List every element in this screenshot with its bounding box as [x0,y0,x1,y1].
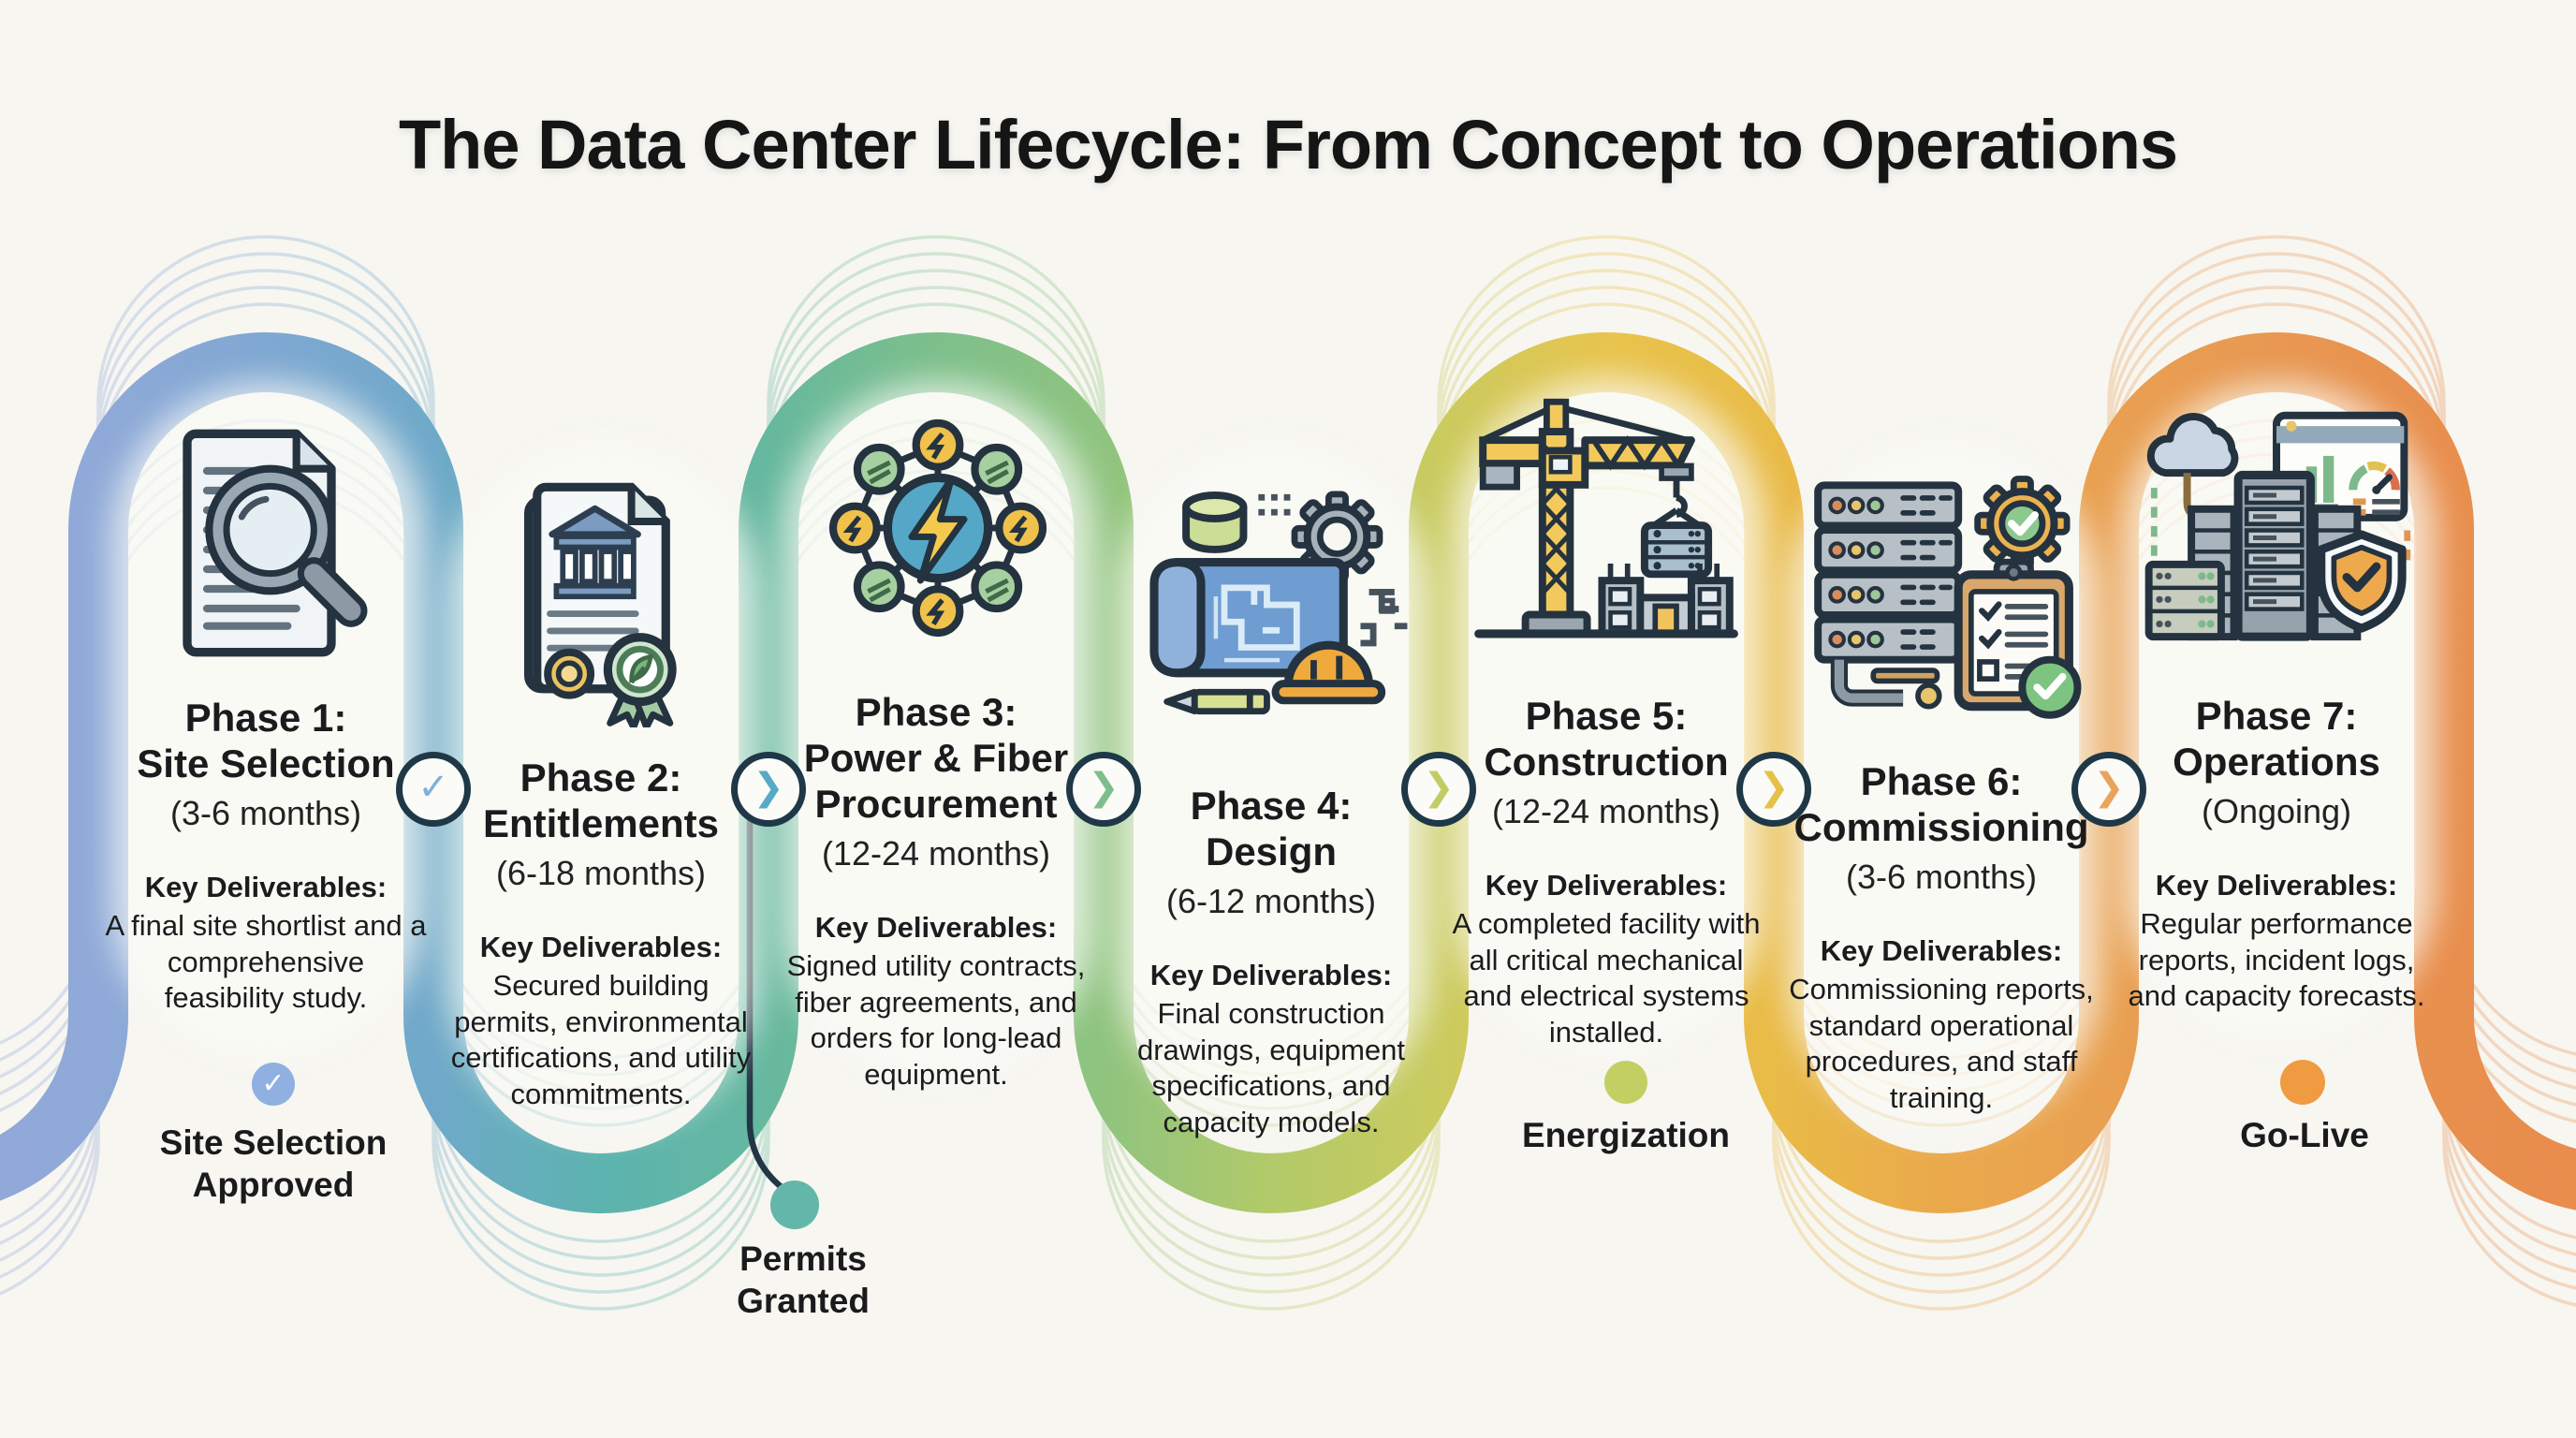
phase-2-title: Phase 2:Entitlements [482,756,720,846]
phase-2-deliverables-label: Key Deliverables: [479,931,723,964]
power-network-icon [807,410,1069,677]
phase-2-duration: (6-18 months) [495,854,707,893]
phase-1-deliverables: A final site shortlist and a comprehensi… [105,909,427,1015]
phase-7-block: Phase 7:Operations (Ongoing) Key Deliver… [2115,693,2437,1015]
construction-crane-icon [1466,393,1747,653]
phase-5-deliverables: A completed facility with all critical m… [1452,907,1761,1049]
phase-6-deliverables: Commissioning reports, standard operatio… [1789,973,2094,1114]
phase-4-deliverables-label: Key Deliverables: [1149,959,1393,992]
phase-5-duration: (12-24 months) [1491,792,1721,831]
connector-chevron-icon: ❯ [1401,752,1476,827]
phase-3-deliverables-label: Key Deliverables: [814,911,1058,945]
site-selection-approved-check-icon: ✓ [252,1063,295,1106]
phase-3-deliverables: Signed utility contracts, fiber agreemen… [786,949,1086,1091]
phase-6-block: Phase 6:Commissioning (3-6 months) Key D… [1780,758,2102,1116]
phase-4-title: Phase 4:Design [1190,784,1353,874]
phase-6-deliverables-label: Key Deliverables: [1820,934,2063,968]
phase-3-title: Phase 3:Power & Fiber Procurement [803,690,1069,827]
rack-checklist-icon [1801,468,2082,728]
phase-7-duration: (Ongoing) [2201,792,2352,831]
monitored-datacenter-icon [2136,403,2417,663]
phase-1-block: Phase 1:Site Selection (3-6 months) Key … [105,695,427,1017]
connector-chevron-icon: ❯ [1066,752,1141,827]
connector-chevron-icon: ❯ [731,752,806,827]
phase-3-block: Phase 3:Power & Fiber Procurement (12-24… [775,689,1097,1093]
phase-6-title: Phase 6:Commissioning [1793,759,2089,850]
permit-certificate-icon [473,470,730,732]
phase-5-title: Phase 5:Construction [1484,694,1729,785]
connector-check-icon: ✓ [396,752,471,827]
permits-granted-dot-icon [770,1181,819,1229]
phase-4-deliverables: Final construction drawings, equipment s… [1136,997,1406,1138]
milestone-energization: Energization [1521,1116,1731,1154]
phase-4-block: Phase 4:Design (6-12 months) Key Deliver… [1110,783,1432,1140]
phase-2-block: Phase 2:Entitlements (6-18 months) Key D… [440,755,762,1112]
connector-chevron-icon: ❯ [2071,752,2146,827]
phase-4-duration: (6-12 months) [1165,882,1377,921]
energization-dot-icon [1604,1061,1647,1104]
phase-5-deliverables-label: Key Deliverables: [1485,869,1728,902]
site-survey-document-icon [135,412,397,679]
blueprint-design-icon [1131,473,1412,733]
phase-3-duration: (12-24 months) [821,834,1051,873]
go-live-dot-icon [2280,1060,2325,1105]
phase-1-title: Phase 1:Site Selection [137,696,395,786]
phase-7-deliverables: Regular performance reports, incident lo… [2128,907,2425,1013]
phase-2-deliverables: Secured building permits, environmental … [450,969,752,1110]
phase5-halo [1472,398,1746,1034]
phase-5-block: Phase 5:Construction (12-24 months) Key … [1445,693,1767,1050]
phase-1-deliverables-label: Key Deliverables: [144,871,388,904]
milestone-go-live: Go-Live [2240,1116,2369,1154]
phase-7-title: Phase 7:Operations [2173,694,2380,785]
page-title: The Data Center Lifecycle: From Concept … [398,106,2178,183]
connector-chevron-icon: ❯ [1736,752,1811,827]
phase-6-duration: (3-6 months) [1845,858,2038,897]
phase-1-duration: (3-6 months) [169,794,362,833]
phase-7-deliverables-label: Key Deliverables: [2155,869,2398,902]
